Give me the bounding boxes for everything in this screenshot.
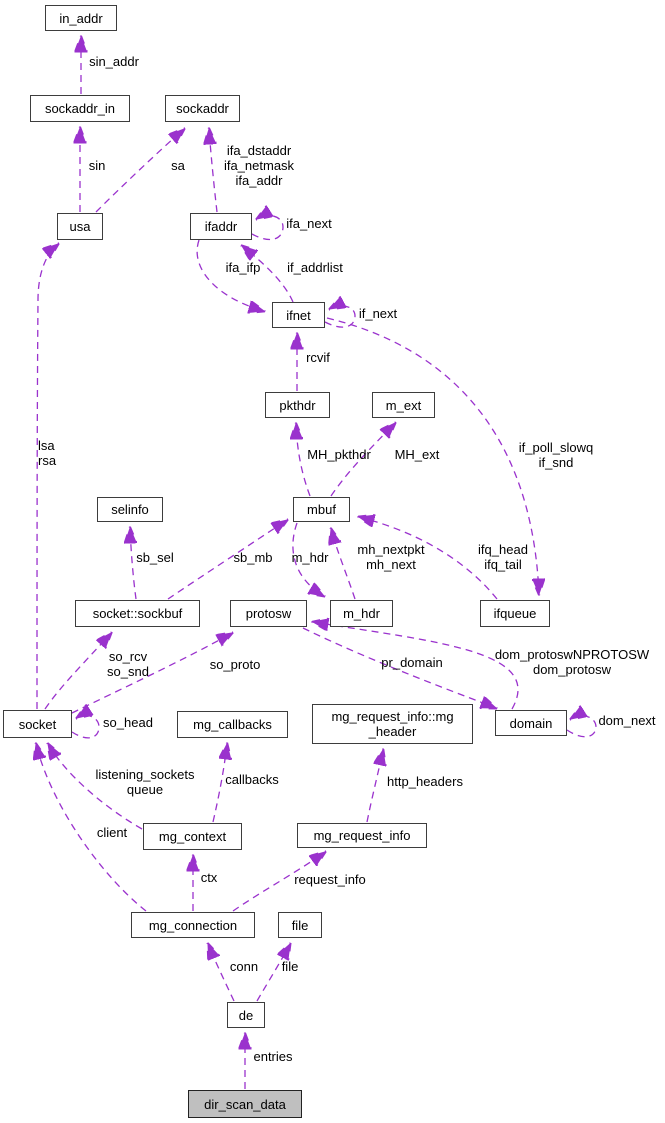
edge-usa-sockaddr xyxy=(95,129,184,213)
edge-mg_context-socket xyxy=(48,744,143,830)
edge-socket-protosw xyxy=(71,633,232,714)
edge-label-sb-sel: sb_sel xyxy=(136,550,174,565)
node-domain[interactable]: domain xyxy=(495,710,567,736)
edge-label-dom-next: dom_next xyxy=(598,713,656,728)
edge-label-sin-addr: sin_addr xyxy=(89,54,139,69)
edge-label-rcvif: rcvif xyxy=(306,350,330,365)
edge-mg_connection-mg_request_info xyxy=(232,852,325,912)
edge-label-listening-sockets: listening_sockets queue xyxy=(95,767,195,797)
node-ifaddr[interactable]: ifaddr xyxy=(190,213,252,240)
edge-sockbuf-mbuf xyxy=(167,520,287,600)
edge-label-sa: sa xyxy=(171,158,185,173)
edge-label-sin: sin xyxy=(88,158,106,173)
edge-de-mg_connection xyxy=(208,944,235,1002)
edge-ifaddr-sockaddr xyxy=(209,129,217,213)
node-m-ext[interactable]: m_ext xyxy=(372,392,435,418)
edge-mg_request_info-mg_header xyxy=(367,750,383,823)
node-mg-context[interactable]: mg_context xyxy=(143,823,242,850)
edge-de-file xyxy=(256,944,290,1002)
edge-ifaddr-ifnet xyxy=(196,239,264,311)
node-mg-connection[interactable]: mg_connection xyxy=(131,912,255,938)
edge-label-so-proto: so_proto xyxy=(209,657,261,672)
node-file[interactable]: file xyxy=(278,912,322,938)
edge-domain-self xyxy=(567,716,597,738)
edge-label-request-info: request_info xyxy=(294,872,366,887)
edge-label-callbacks: callbacks xyxy=(225,772,279,787)
edge-domain-protosw xyxy=(313,622,519,710)
node-socket[interactable]: socket xyxy=(3,710,72,738)
node-protosw[interactable]: protosw xyxy=(230,600,307,627)
node-selinfo[interactable]: selinfo xyxy=(97,497,163,522)
edge-mbuf-m_ext xyxy=(330,423,395,497)
edge-label-ifa-fields: ifa_dstaddr ifa_netmask ifa_addr xyxy=(223,143,295,188)
edge-ifnet-self xyxy=(325,306,356,328)
edge-mg_connection-socket xyxy=(36,744,147,912)
edge-label-http-headers: http_headers xyxy=(387,774,463,789)
edge-label-m-hdr: m_hdr xyxy=(291,550,329,565)
edge-label-file: file xyxy=(281,959,299,974)
edge-label-sb-mb: sb_mb xyxy=(233,550,273,565)
node-sockaddr-in[interactable]: sockaddr_in xyxy=(30,95,130,122)
edge-mbuf-m_hdr xyxy=(292,522,324,596)
edge-label-if-addrlist: if_addrlist xyxy=(287,260,343,275)
edge-mg_context-mg_callbacks xyxy=(213,744,227,823)
edge-label-pr-domain: pr_domain xyxy=(381,655,443,670)
node-ifqueue[interactable]: ifqueue xyxy=(480,600,550,627)
node-socket-sockbuf[interactable]: socket::sockbuf xyxy=(75,600,200,627)
edge-sockbuf-selinfo xyxy=(130,528,136,600)
edge-label-so-rcv-snd: so_rcv so_snd xyxy=(107,649,149,679)
edge-ifqueue-mbuf xyxy=(359,517,498,600)
edge-label-dom-protosw: dom_protoswNPROTOSW dom_protosw xyxy=(494,647,650,677)
edge-label-client: client xyxy=(96,825,128,840)
edge-label-so-head: so_head xyxy=(103,715,153,730)
node-de[interactable]: de xyxy=(227,1002,265,1028)
node-mbuf[interactable]: mbuf xyxy=(293,497,350,522)
edge-mbuf-pkthdr xyxy=(296,424,310,497)
node-in-addr[interactable]: in_addr xyxy=(45,5,117,31)
edge-m_hdr-mbuf xyxy=(331,529,356,600)
edge-socket-sockbuf xyxy=(44,633,111,710)
edge-ifnet-ifqueue xyxy=(326,317,539,594)
node-mg-request-info-mg-header[interactable]: mg_request_info::mg _header xyxy=(312,704,473,744)
edge-label-mh-ext: MH_ext xyxy=(394,447,440,462)
edge-label-if-poll-slowq: if_poll_slowq if_snd xyxy=(518,440,594,470)
node-usa[interactable]: usa xyxy=(57,213,103,240)
node-mg-callbacks[interactable]: mg_callbacks xyxy=(177,711,288,738)
edge-label-entries: entries xyxy=(253,1049,293,1064)
node-m-hdr[interactable]: m_hdr xyxy=(330,600,393,627)
edge-label-if-next: if_next xyxy=(358,306,398,321)
edge-socket-usa xyxy=(36,244,58,710)
edge-ifaddr-self xyxy=(252,216,284,241)
edge-label-mh-pkthdr: MH_pkthdr xyxy=(307,447,371,462)
node-dir-scan-data: dir_scan_data xyxy=(188,1090,302,1118)
edge-label-ifa-next: ifa_next xyxy=(286,216,332,231)
edge-label-ifq-head-tail: ifq_head ifq_tail xyxy=(478,542,528,572)
node-ifnet[interactable]: ifnet xyxy=(272,302,325,328)
edge-label-conn: conn xyxy=(229,959,259,974)
edge-label-ctx: ctx xyxy=(200,870,218,885)
edge-socket-self xyxy=(72,715,100,739)
node-sockaddr[interactable]: sockaddr xyxy=(165,95,240,122)
node-pkthdr[interactable]: pkthdr xyxy=(265,392,330,418)
node-mg-request-info[interactable]: mg_request_info xyxy=(297,823,427,848)
edge-label-ifa-ifp: ifa_ifp xyxy=(225,260,261,275)
edge-label-lsa-rsa: lsa rsa xyxy=(38,438,57,468)
edge-protosw-domain xyxy=(302,627,496,708)
edge-label-mh-next: mh_nextpkt mh_next xyxy=(357,542,425,572)
edge-ifnet-ifaddr xyxy=(242,246,294,303)
